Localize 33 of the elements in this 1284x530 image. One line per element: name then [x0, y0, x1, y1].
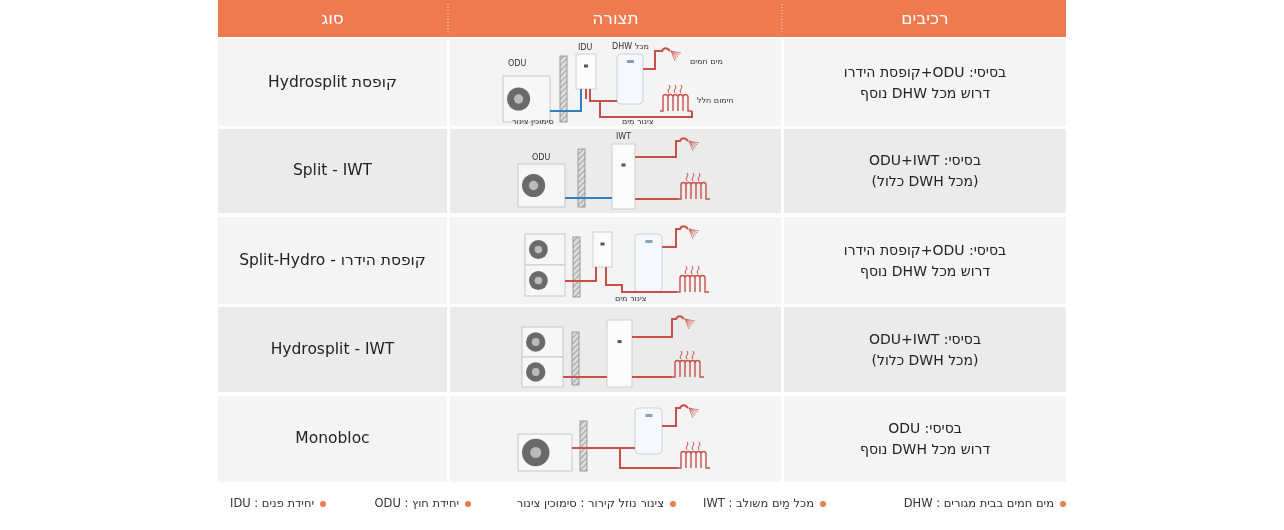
component-description: בסיסי: ODU+IWT — [868, 330, 982, 347]
column-header: רכיבים — [900, 8, 950, 28]
diagram-label: צינור מים — [615, 294, 647, 304]
glossary-entry: מים חמים בבית מגורים : DHW — [903, 496, 1066, 510]
diagram-label: IWT — [616, 132, 632, 142]
diagram-label: IDU — [578, 43, 593, 53]
glossary-entry: צינור נוזל קירור : סימוכין צינור — [516, 496, 676, 510]
component-description: בסיסי: ODU+קופסת הידרו — [842, 241, 1008, 258]
diagram-label: מכל DHW — [612, 42, 649, 52]
diagram-label: מים חמים — [690, 57, 723, 67]
component-description: דרוש מכל DHW נוסף — [858, 84, 992, 101]
system-type-label: Split - IWT — [291, 161, 374, 179]
diagram-label: צינור מים — [622, 117, 654, 127]
column-header: תצורה — [591, 8, 640, 28]
diagram-label: ODU — [508, 59, 527, 69]
glossary-entry: מכל מַים משולב : IWT — [702, 496, 826, 510]
component-description: בסיסי: ODU+קופסת הידרו — [842, 63, 1008, 80]
component-description: דרוש מכל DWH נוסף — [858, 441, 992, 457]
component-description: דרוש מכל DHW נוסף — [858, 262, 992, 279]
component-description: (מכל DWH כלול) — [870, 173, 980, 189]
system-type-label: Monobloc — [294, 429, 371, 447]
glossary-entry: יחידת חוץ : ODU — [374, 496, 471, 510]
column-header: סוג — [320, 8, 345, 28]
system-type-label: קופסת הידרו - Split-Hydro — [238, 250, 427, 269]
diagram-label: ODU — [532, 153, 551, 163]
system-type-label: קופסת Hydrosplit — [267, 72, 398, 91]
component-description: בסיסי: ODU+IWT — [868, 152, 982, 168]
diagram-label: סימוכין צינור — [512, 117, 554, 127]
system-type-label: Hydrosplit - IWT — [269, 339, 396, 358]
component-description: בסיסי: ODU — [887, 420, 963, 436]
component-description: (מכל DWH כלול) — [870, 351, 980, 368]
glossary-entry: יחידת פנים : IDU — [230, 496, 326, 510]
diagram-label: חימום חלל — [697, 96, 734, 106]
